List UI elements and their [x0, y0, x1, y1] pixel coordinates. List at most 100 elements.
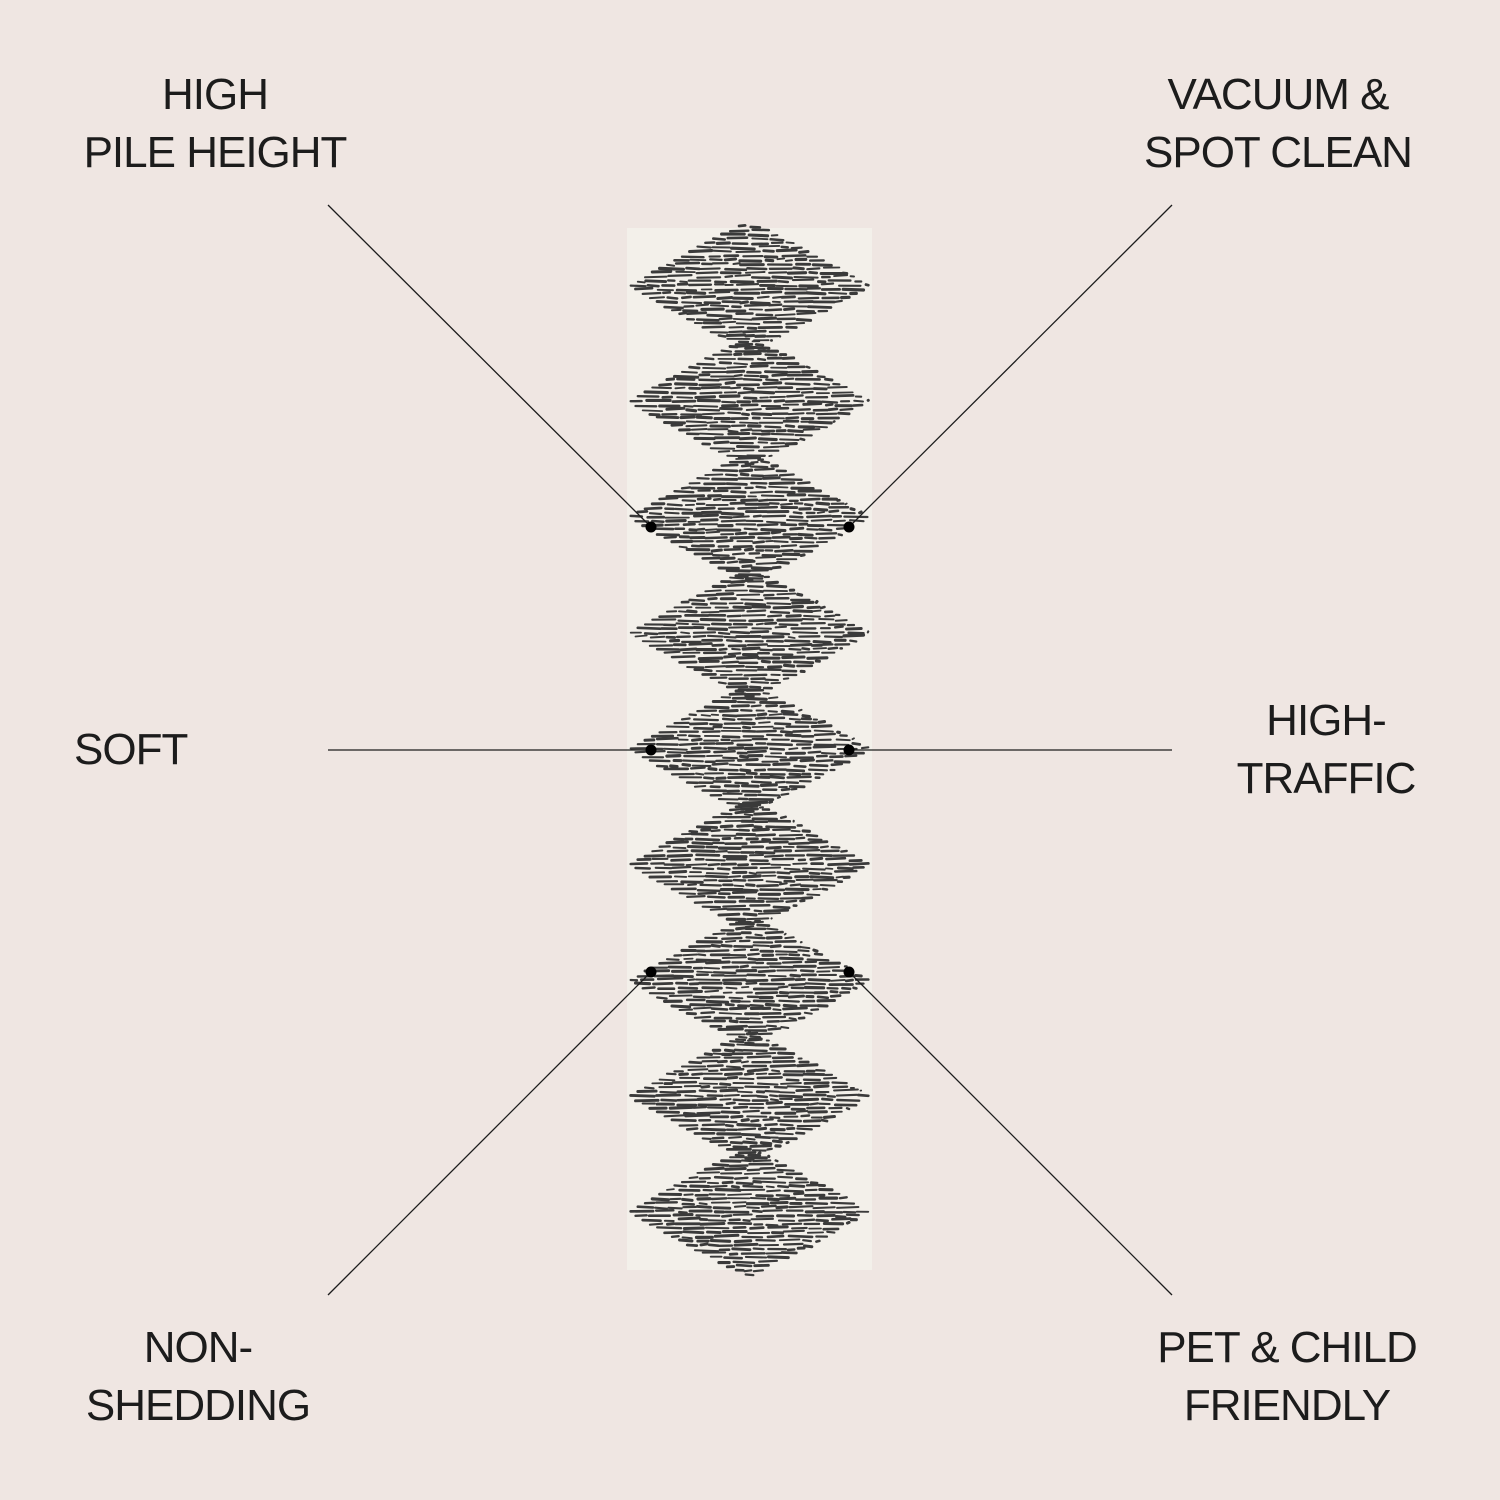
rug-fiber: [757, 912, 782, 915]
rug-fiber: [743, 1172, 760, 1175]
rug-fiber: [771, 275, 793, 280]
rug-fiber: [778, 882, 788, 886]
rug-fiber: [718, 768, 739, 772]
rug-fiber: [665, 753, 682, 758]
rug-fiber: [704, 528, 718, 531]
rug-fiber: [706, 313, 733, 318]
rug-fiber: [717, 1027, 744, 1031]
rug-fiber: [715, 849, 728, 853]
rug-fiber: [696, 362, 716, 366]
rug-fiber: [764, 678, 780, 682]
rug-fiber: [733, 1204, 747, 1208]
rug-fiber: [768, 713, 783, 716]
rug-fiber: [644, 275, 668, 279]
feature-line: SPOT CLEAN: [1144, 128, 1413, 177]
rug-fiber: [763, 1171, 784, 1174]
rug-fiber: [746, 1206, 760, 1209]
rug-fiber: [712, 932, 726, 936]
rug-fiber: [651, 386, 672, 390]
rug-fiber: [669, 764, 679, 768]
rug-fiber: [734, 274, 752, 277]
rug-fiber: [752, 1269, 765, 1273]
rug-fiber: [665, 958, 680, 961]
rug-fiber: [724, 1124, 734, 1128]
rug-fiber: [724, 380, 736, 385]
rug-fiber: [724, 267, 748, 272]
rug-fiber: [734, 1038, 747, 1042]
rug-fiber: [777, 280, 790, 284]
rug-fiber: [770, 530, 782, 535]
rug-fiber: [745, 408, 762, 411]
rug-fiber: [696, 527, 706, 531]
rug-fiber: [801, 714, 811, 719]
rug-fiber: [665, 840, 689, 845]
rug-fiber: [800, 1114, 811, 1118]
rug-fiber: [697, 656, 724, 661]
rug-fiber: [723, 654, 737, 659]
rug-fiber: [808, 871, 821, 876]
rug-fiber: [696, 1097, 717, 1101]
rug-fiber: [789, 869, 809, 873]
rug-fiber: [742, 800, 769, 805]
rug-fiber: [782, 712, 799, 717]
rug-fiber: [683, 405, 694, 408]
rug-fiber: [732, 515, 750, 519]
rug-fiber: [746, 917, 770, 921]
rug-fiber: [769, 944, 782, 949]
rug-fiber: [725, 333, 747, 338]
rug-fiber: [683, 1111, 696, 1116]
rug-fiber: [724, 275, 734, 279]
rug-fiber: [783, 867, 801, 871]
rug-fiber: [771, 373, 788, 377]
rug-fiber: [728, 1164, 749, 1168]
rug-fiber: [746, 585, 764, 588]
rug-fiber: [807, 494, 831, 498]
rug-fiber: [726, 614, 742, 618]
rug-fiber: [799, 437, 806, 442]
rug-fiber: [711, 468, 739, 473]
rug-fiber: [840, 849, 848, 853]
rug-fiber: [737, 455, 762, 460]
rug-fiber: [828, 291, 848, 295]
rug-fiber: [746, 1068, 758, 1073]
rug-fiber: [766, 927, 779, 931]
callout-dots: [645, 521, 855, 978]
rug-fiber: [676, 377, 696, 381]
rug-fiber: [705, 960, 731, 965]
rug-fiber: [707, 766, 718, 772]
rug-fiber: [740, 1118, 750, 1123]
rug-fiber: [819, 605, 826, 610]
rug-fiber: [783, 307, 796, 312]
rug-fiber: [706, 634, 724, 638]
rug-fiber: [778, 623, 799, 627]
rug-fiber: [776, 257, 786, 261]
rug-fiber: [722, 904, 747, 908]
rug-fiber: [789, 642, 813, 647]
rug-fiber: [796, 1127, 813, 1131]
rug-fiber: [764, 370, 789, 374]
rug-fiber: [740, 709, 753, 712]
rug-fiber: [696, 1111, 721, 1115]
rug-fiber: [713, 440, 730, 445]
rug-fiber: [700, 1084, 711, 1089]
rug-fiber: [689, 258, 707, 262]
rug-fiber: [734, 810, 745, 815]
rug-fiber: [709, 1184, 728, 1188]
rug-fiber: [796, 650, 820, 654]
rug-fiber: [731, 1247, 752, 1252]
rug-fiber: [700, 1127, 727, 1132]
rug-fiber: [754, 343, 765, 347]
rug-fiber: [701, 325, 726, 329]
rug-fiber: [757, 1151, 762, 1156]
feature-non-shedding: NON- SHEDDING: [48, 1319, 348, 1435]
rug-fiber: [693, 1249, 720, 1253]
callout-dot: [843, 966, 855, 978]
rug-fiber: [802, 428, 821, 431]
rug-fiber: [687, 1068, 709, 1071]
rug-fiber: [812, 640, 832, 645]
rug-fiber: [683, 1193, 694, 1196]
rug-fiber: [750, 276, 771, 280]
rug-fiber: [692, 634, 707, 638]
rug-fiber: [727, 746, 745, 751]
rug-fiber: [744, 271, 766, 274]
